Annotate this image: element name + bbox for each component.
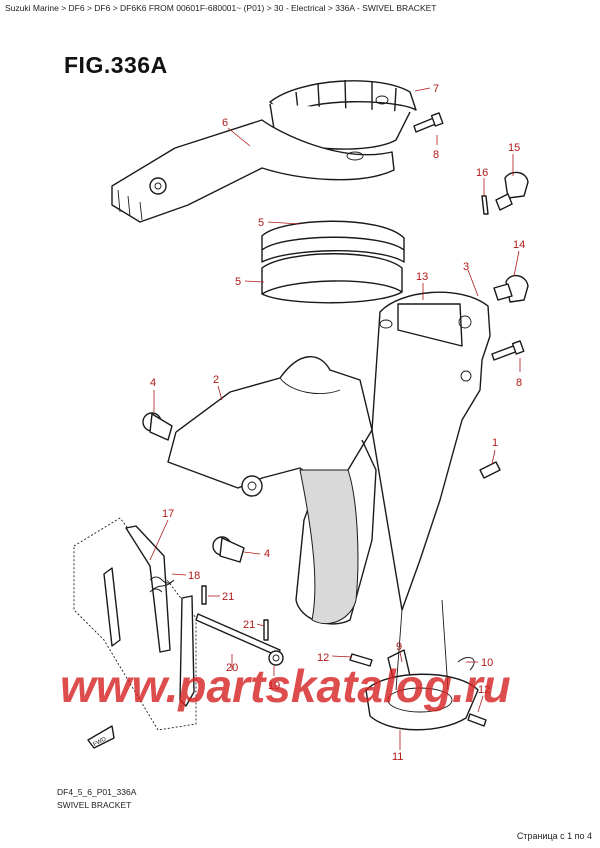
- breadcrumb: Suzuki Marine > DF6 > DF6 > DF6K6 FROM 0…: [5, 3, 437, 13]
- callout-6: 6: [222, 117, 228, 129]
- callout-14: 14: [513, 239, 525, 251]
- callout-21-a: 21: [222, 591, 234, 603]
- callout-2: 2: [213, 374, 219, 386]
- leader-lines: [149, 87, 521, 750]
- callout-8-lower: 8: [516, 377, 522, 389]
- part-21-pin-b: [263, 619, 269, 641]
- part-4-bushing-upper: [142, 412, 173, 441]
- part-11-stop-plate: [365, 599, 479, 731]
- callout-17: 17: [162, 508, 174, 520]
- part-12-bolt-a: [349, 653, 373, 667]
- callout-18: 18: [188, 570, 200, 582]
- part-10-spring-clip: [457, 657, 475, 671]
- callout-10: 10: [481, 657, 493, 669]
- part-2-swivel-bracket: [167, 356, 377, 625]
- callout-7: 7: [433, 83, 439, 95]
- part-8-bolt-lower: [491, 340, 525, 361]
- part-18-spring: [149, 576, 175, 593]
- part-1-bolt: [479, 461, 501, 479]
- part-19-washer: [268, 650, 284, 666]
- part-16-pin: [481, 195, 489, 215]
- footer-diagram-name: SWIVEL BRACKET: [57, 800, 132, 810]
- callout-3: 3: [463, 261, 469, 273]
- callout-12-a: 12: [317, 652, 329, 664]
- callout-19: 19: [268, 680, 280, 692]
- figure-title: FIG.336A: [64, 52, 168, 78]
- callout-4-upper: 4: [150, 377, 156, 389]
- part-5-bushing-lower: [261, 253, 403, 304]
- callout-8-upper: 8: [433, 149, 439, 161]
- callout-16: 16: [476, 167, 488, 179]
- callout-4-lower: 4: [264, 548, 270, 560]
- footer-diagram-code: DF4_5_6_P01_336A: [57, 787, 137, 797]
- callout-9: 9: [396, 641, 402, 653]
- callout-15: 15: [508, 142, 520, 154]
- callout-5-upper: 5: [258, 217, 264, 229]
- page-indicator: Страница с 1 по 4: [516, 831, 592, 841]
- part-5-bushing-upper: [261, 220, 405, 263]
- part-21-pin-a: [201, 585, 207, 605]
- callout-20: 20: [226, 662, 238, 674]
- part-17-tilt-frame: [73, 517, 197, 731]
- part-12-bolt-b: [467, 713, 487, 727]
- part-7-upper-ring: [269, 79, 417, 150]
- callout-5-lower: 5: [235, 276, 241, 288]
- part-3-clamp-bracket: [371, 291, 491, 611]
- callout-13: 13: [416, 271, 428, 283]
- watermark: www.partskatalog.ru: [60, 660, 511, 712]
- part-6-base-plate: [111, 119, 395, 223]
- callout-11: 11: [392, 751, 403, 763]
- fwd-arrow-icon: FWD: [87, 725, 115, 749]
- part-15-knob: [495, 171, 529, 211]
- part-4-bushing-lower: [212, 536, 245, 563]
- part-14-knob: [493, 275, 529, 303]
- part-8-bolt-upper: [413, 112, 444, 133]
- callout-21-b: 21: [243, 619, 255, 631]
- callout-12-b: 12: [478, 684, 490, 696]
- callout-1: 1: [492, 437, 498, 449]
